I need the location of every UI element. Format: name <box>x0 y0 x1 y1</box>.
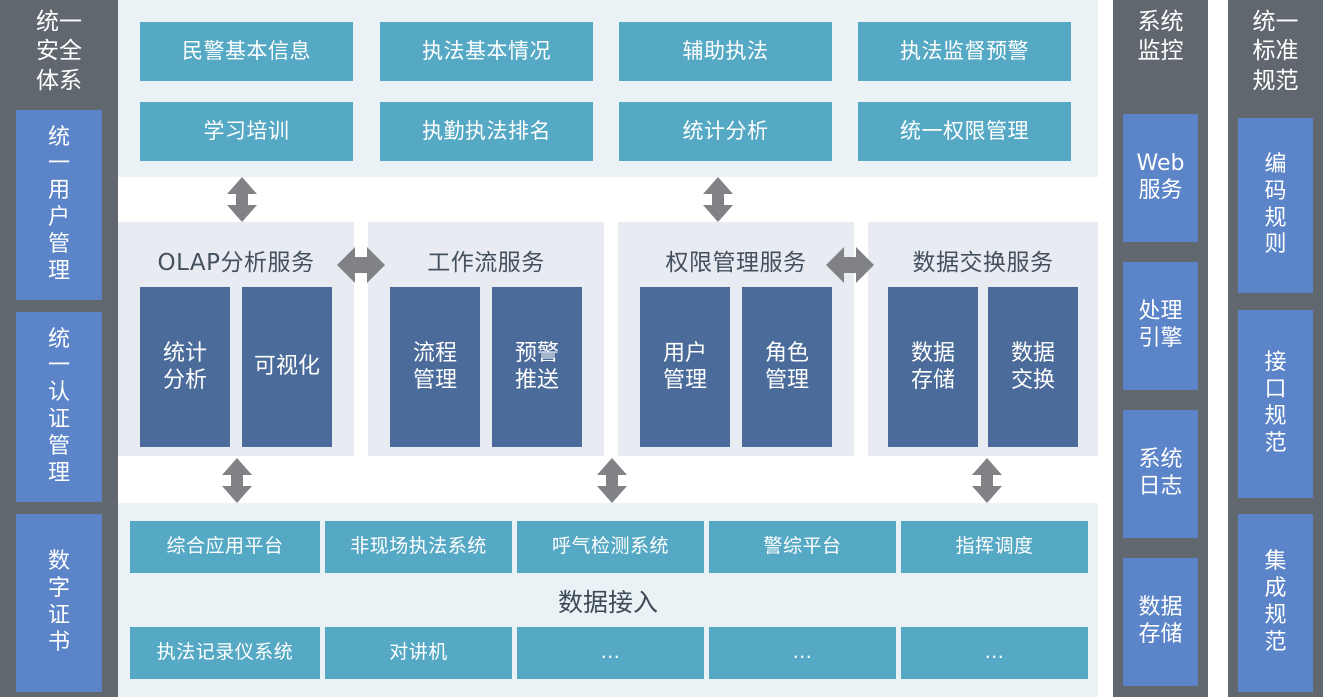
system-monitoring-sidebar: 系统 监控 Web 服务 处理 引擎 系统 日志 数据 存储 <box>1113 0 1208 697</box>
service-item-visualization[interactable]: 可视化 <box>242 287 332 447</box>
data-source-integrated-app-platform[interactable]: 综合应用平台 <box>130 521 320 573</box>
data-access-layer-panel: 综合应用平台 非现场执法系统 呼气检测系统 警综平台 指挥调度 数据接入 执法记… <box>118 503 1098 697</box>
service-item-alert-push[interactable]: 预警 推送 <box>492 287 582 447</box>
monitor-item-processing-engine[interactable]: 处理 引擎 <box>1123 262 1198 390</box>
data-source-placeholder-2[interactable]: ... <box>709 627 896 679</box>
unified-standards-sidebar: 统一 标准 规范 编 码 规 则 接 口 规 范 集 成 规 范 <box>1228 0 1323 697</box>
service-panel-permission: 权限管理服务 用户 管理 角色 管理 <box>618 222 854 456</box>
vertical-double-arrow-icon <box>593 458 631 503</box>
data-source-offsite-enforcement-system[interactable]: 非现场执法系统 <box>325 521 512 573</box>
app-box-enforcement-supervision-alert[interactable]: 执法监督预警 <box>858 22 1071 81</box>
app-box-unified-permission-management[interactable]: 统一权限管理 <box>858 102 1071 161</box>
app-box-police-basic-info[interactable]: 民警基本信息 <box>140 22 353 81</box>
service-panel-title: 工作流服务 <box>427 250 545 276</box>
unified-standards-title: 统一 标准 规范 <box>1252 9 1299 94</box>
service-panel-workflow: 工作流服务 流程 管理 预警 推送 <box>368 222 604 456</box>
service-item-statistical-analysis[interactable]: 统计 分析 <box>140 287 230 447</box>
vertical-double-arrow-icon <box>699 177 737 222</box>
app-box-assisted-enforcement[interactable]: 辅助执法 <box>619 22 832 81</box>
app-box-duty-enforcement-ranking[interactable]: 执勤执法排名 <box>380 102 593 161</box>
service-item-process-management[interactable]: 流程 管理 <box>390 287 480 447</box>
standard-item-coding-rules[interactable]: 编 码 规 则 <box>1238 118 1313 293</box>
data-source-police-integrated-platform[interactable]: 警综平台 <box>709 521 896 573</box>
monitor-item-system-log[interactable]: 系统 日志 <box>1123 410 1198 538</box>
security-system-title: 统一 安全 体系 <box>36 9 82 94</box>
standard-item-interface-spec[interactable]: 接 口 规 范 <box>1238 310 1313 498</box>
center-stack: 民警基本信息 执法基本情况 辅助执法 执法监督预警 学习培训 执勤执法排名 统计… <box>118 0 1098 697</box>
system-monitoring-title: 系统 监控 <box>1137 9 1184 65</box>
service-item-role-management[interactable]: 角色 管理 <box>742 287 832 447</box>
sidebar-item-digital-certificate[interactable]: 数 字 证 书 <box>16 514 102 692</box>
monitor-item-data-storage[interactable]: 数据 存储 <box>1123 558 1198 686</box>
sidebar-item-unified-auth-management[interactable]: 统 一 认 证 管 理 <box>16 312 102 502</box>
standard-item-integration-spec[interactable]: 集 成 规 范 <box>1238 514 1313 692</box>
service-item-user-management[interactable]: 用户 管理 <box>640 287 730 447</box>
sidebar-item-unified-user-management[interactable]: 统 一 用 户 管 理 <box>16 110 102 300</box>
vertical-double-arrow-icon <box>968 458 1006 503</box>
data-source-command-dispatch[interactable]: 指挥调度 <box>901 521 1088 573</box>
service-panel-olap: OLAP分析服务 统计 分析 可视化 <box>118 222 354 456</box>
data-source-walkie-talkie[interactable]: 对讲机 <box>325 627 512 679</box>
service-item-data-storage[interactable]: 数据 存储 <box>888 287 978 447</box>
data-source-breath-test-system[interactable]: 呼气检测系统 <box>517 521 704 573</box>
service-item-data-exchange[interactable]: 数据 交换 <box>988 287 1078 447</box>
vertical-double-arrow-icon <box>223 177 261 222</box>
service-panel-title: 权限管理服务 <box>665 250 807 276</box>
app-box-statistical-analysis[interactable]: 统计分析 <box>619 102 832 161</box>
data-access-label: 数据接入 <box>557 588 658 617</box>
data-source-placeholder-3[interactable]: ... <box>901 627 1088 679</box>
vertical-double-arrow-icon <box>218 458 256 503</box>
application-layer-panel: 民警基本信息 执法基本情况 辅助执法 执法监督预警 学习培训 执勤执法排名 统计… <box>118 0 1098 177</box>
security-system-sidebar: 统一 安全 体系 统 一 用 户 管 理 统 一 认 证 管 理 数 字 证 书 <box>0 0 118 697</box>
app-box-law-enforcement-basics[interactable]: 执法基本情况 <box>380 22 593 81</box>
service-layer: OLAP分析服务 统计 分析 可视化 工作流服务 流程 管理 预警 推送 权限管… <box>118 222 1098 456</box>
data-source-placeholder-1[interactable]: ... <box>517 627 704 679</box>
app-box-study-training[interactable]: 学习培训 <box>140 102 353 161</box>
service-panel-title: 数据交换服务 <box>912 250 1054 276</box>
data-source-law-enforcement-recorder-system[interactable]: 执法记录仪系统 <box>130 627 320 679</box>
horizontal-double-arrow-icon <box>826 243 874 287</box>
service-panel-title: OLAP分析服务 <box>157 250 315 276</box>
service-panel-data-exchange: 数据交换服务 数据 存储 数据 交换 <box>868 222 1098 456</box>
monitor-item-web-service[interactable]: Web 服务 <box>1123 114 1198 242</box>
horizontal-double-arrow-icon <box>337 243 385 287</box>
